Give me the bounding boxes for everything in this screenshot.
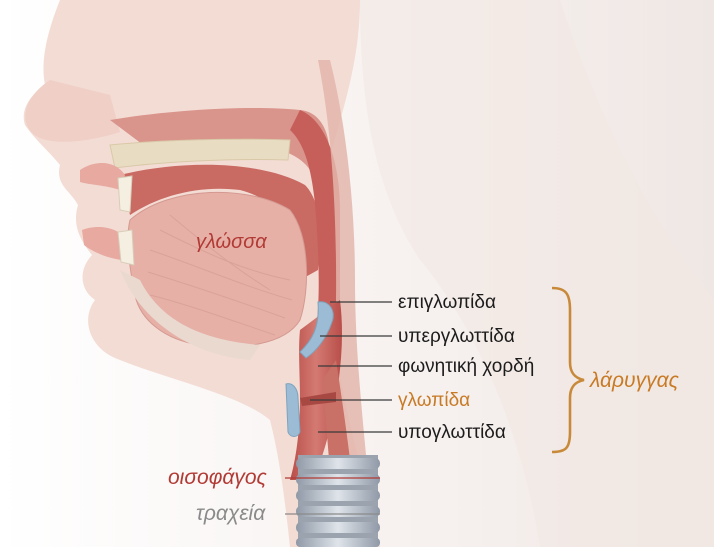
trachea-rings — [296, 455, 380, 547]
lower-teeth — [118, 230, 134, 265]
label-vocal-cord: φωνητική χορδή — [398, 356, 534, 377]
label-glottis: γλωπίδα — [398, 390, 470, 411]
label-supraglottis: υπεργλωττίδα — [398, 326, 515, 347]
label-esophagus: οισοφάγος — [168, 466, 268, 489]
label-trachea: τραχεία — [196, 502, 266, 525]
label-larynx: λάρυγγας — [589, 369, 680, 392]
label-epiglottis: επιγλωπίδα — [398, 292, 496, 313]
label-subglottis: υπογλωττίδα — [398, 422, 506, 443]
tongue — [128, 192, 307, 346]
label-tongue: γλώσσα — [196, 231, 267, 253]
upper-teeth — [118, 176, 132, 212]
